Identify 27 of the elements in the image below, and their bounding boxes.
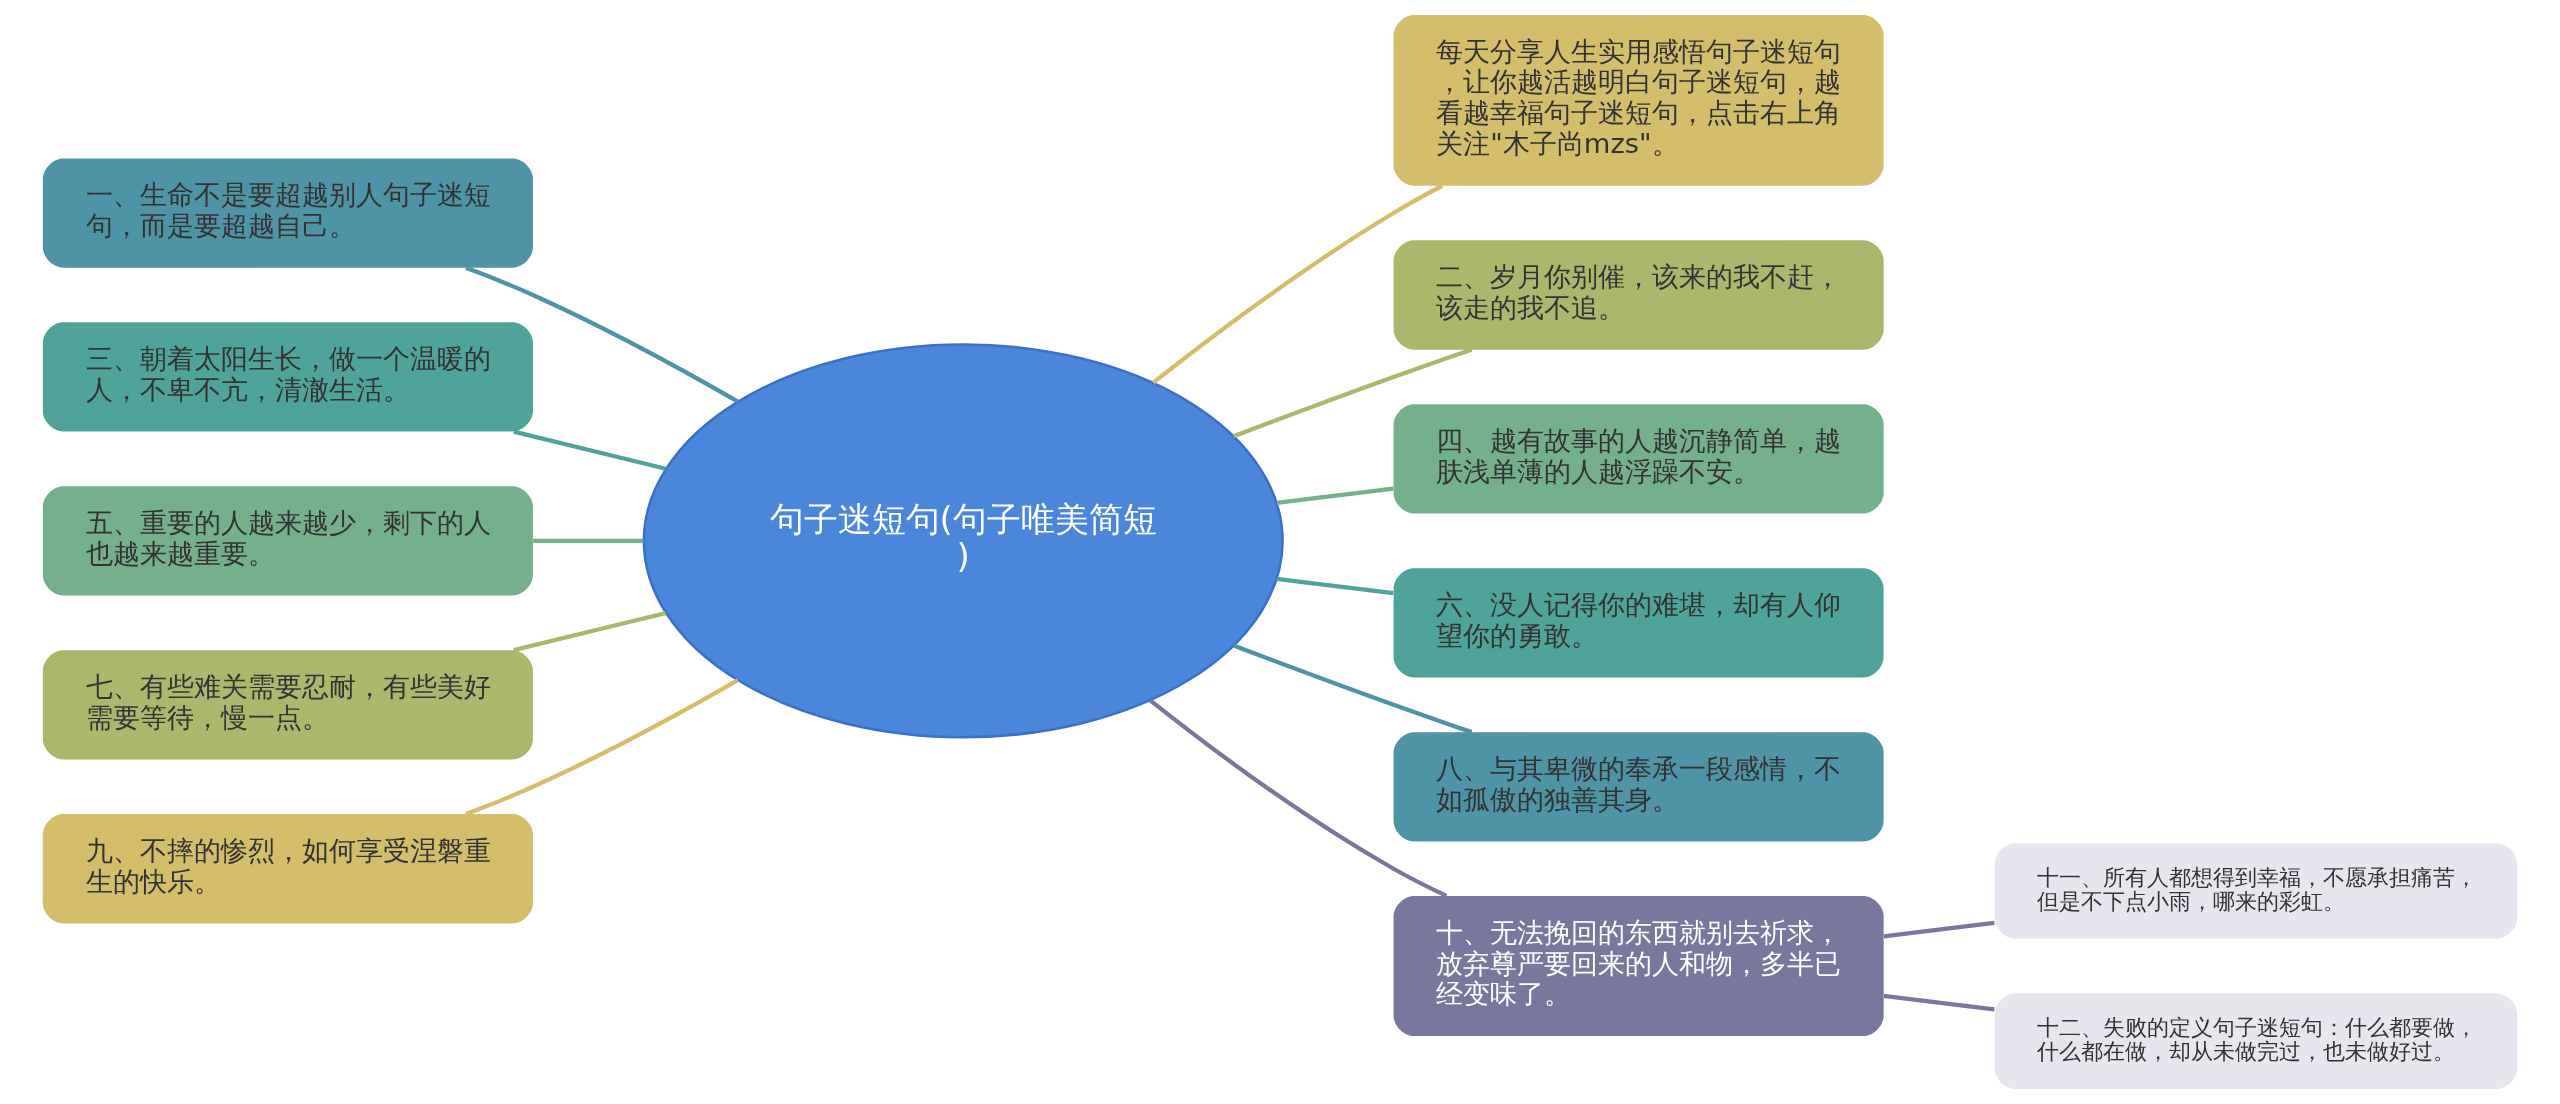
connector [1883, 993, 1995, 1012]
connector [465, 678, 739, 816]
node-box: 五、重要的人越来越少，剩下的人也越来越重要。 [42, 486, 533, 596]
connector [1232, 643, 1473, 735]
node-box: 十、无法挽回的东西就别去祈求，放弃尊严要回来的人和物，多半已经变味了。 [1393, 896, 1884, 1037]
connector [1232, 347, 1473, 439]
node-box: 八、与其卑微的奉承一段感情，不如孤傲的独善其身。 [1393, 732, 1884, 842]
connector [1148, 698, 1448, 898]
connector [533, 538, 644, 544]
node-box: 每天分享人生实用感悟句子迷短句，让你越活越明白句子迷短句，越看越幸福句子迷短句，点击右上角关注"木子尚mzs"。 [1393, 14, 1884, 186]
node-box: 十二、失败的定义句子迷短句：什么都要做，什么都在做，却从未做完过，也未做好过。 [1994, 993, 2518, 1090]
node-box: 六、没人记得你的难堪，却有人仰望你的勇敢。 [1393, 568, 1884, 678]
connector [513, 611, 667, 653]
connector [1151, 183, 1444, 385]
connector [1276, 576, 1394, 596]
node-box: 九、不摔的惨烈，如何享受涅磐重生的快乐。 [42, 814, 533, 924]
node-box: 二、岁月你别催，该来的我不赶，该走的我不追。 [1393, 240, 1884, 350]
node-box: 三、朝着太阳生长，做一个温暖的人，不卑不亢，清澈生活。 [42, 322, 533, 432]
node-box: 四、越有故事的人越沉静简单，越肤浅单薄的人越浮躁不安。 [1393, 404, 1884, 514]
node-box: 十一、所有人都想得到幸福，不愿承担痛苦，但是不下点小雨，哪来的彩虹。 [1994, 843, 2518, 939]
connector [1883, 920, 1995, 939]
connector [1276, 486, 1394, 505]
node-box: 七、有些难关需要忍耐，有些美好需要等待，慢一点。 [42, 650, 533, 760]
connector [465, 265, 739, 404]
node-ellipse: 句子迷短句(句子唯美简短) [642, 343, 1284, 739]
node-box: 一、生命不是要超越别人句子迷短句，而是要超越自己。 [42, 158, 533, 268]
connector [513, 429, 667, 471]
